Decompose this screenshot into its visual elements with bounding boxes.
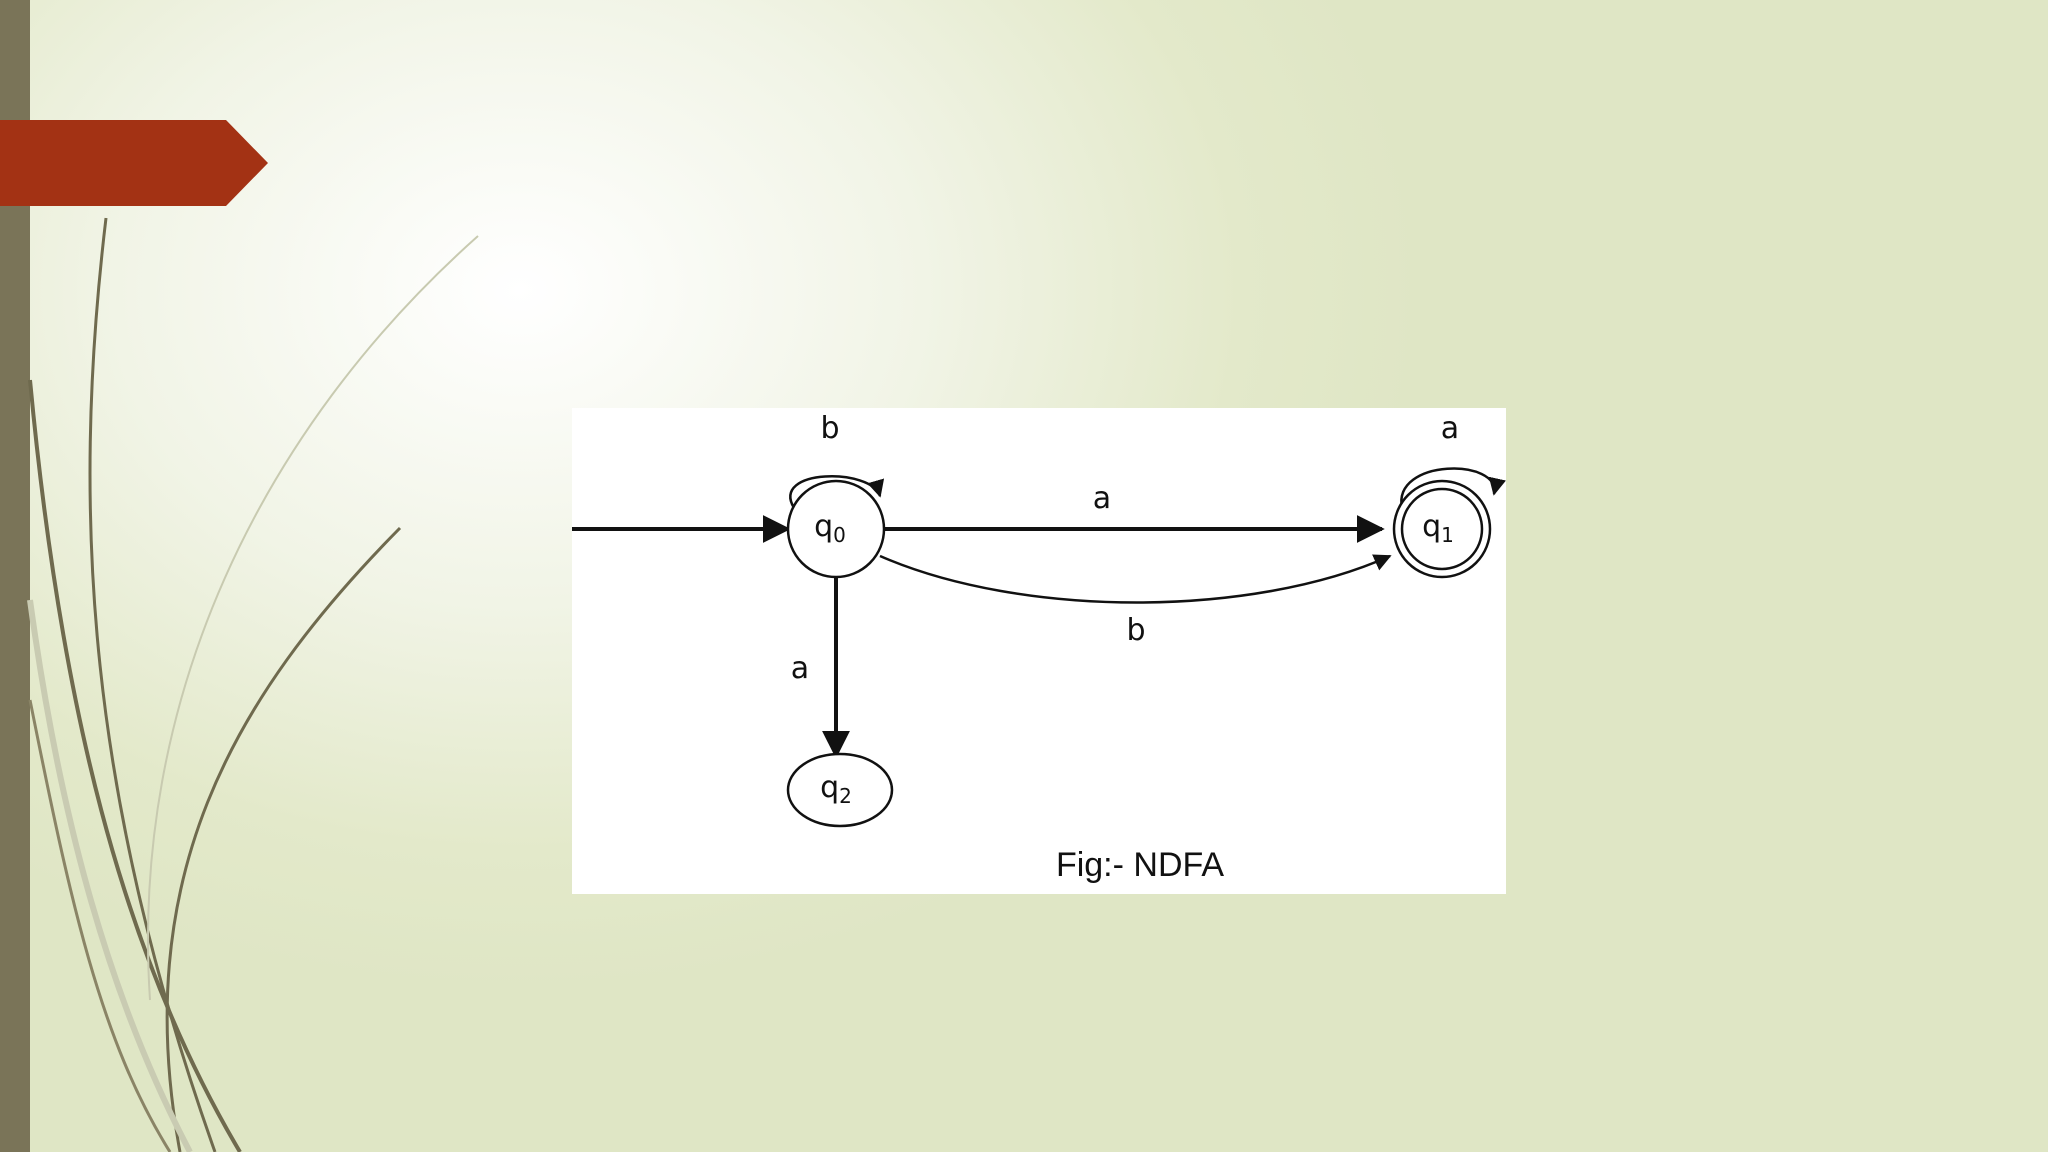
grass-blade-5	[30, 600, 190, 1152]
grass-blade-1	[90, 218, 215, 1152]
grass-blade-3	[167, 528, 400, 1152]
state-q0-label: q	[814, 509, 833, 544]
edge-q0-q1-b	[880, 556, 1390, 603]
edge-label-q0-q1-a: a	[1093, 481, 1111, 516]
state-q1: q1	[1394, 481, 1490, 577]
state-q2: q2	[788, 754, 892, 826]
ndfa-figure: b a b a a q0	[572, 408, 1506, 894]
edge-label-q0-q0: b	[820, 411, 839, 446]
state-q0-sub: 0	[833, 523, 846, 547]
edge-label-q0-q1-b: b	[1126, 613, 1145, 648]
state-q1-sub: 1	[1441, 523, 1454, 547]
state-q2-label: q	[820, 770, 839, 805]
state-q2-sub: 2	[839, 784, 852, 808]
state-q1-label: q	[1422, 509, 1441, 544]
edge-label-q0-q2: a	[791, 651, 809, 686]
title-tab-shape	[0, 120, 268, 206]
grass-blade-4	[148, 236, 478, 1000]
ndfa-diagram: b a b a a q0	[572, 408, 1506, 894]
edge-label-q1-q1: a	[1441, 411, 1459, 446]
figure-caption: Fig:- NDFA	[1056, 846, 1224, 884]
state-q0: q0	[788, 481, 884, 577]
